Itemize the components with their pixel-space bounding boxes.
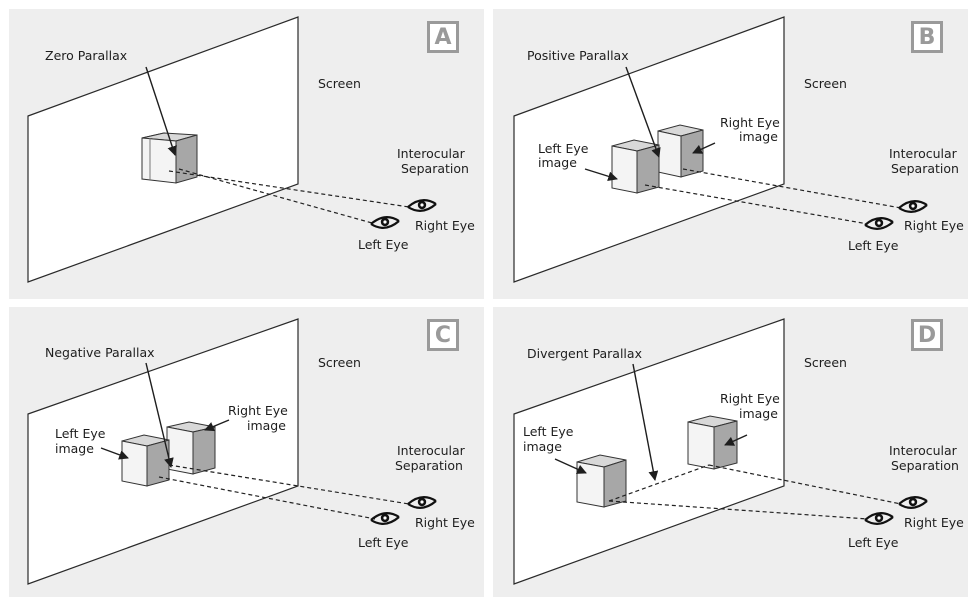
sight-lines bbox=[644, 168, 902, 225]
cube-image-overlap bbox=[141, 132, 198, 184]
sight-lines bbox=[158, 464, 410, 520]
right-eye-image-cube bbox=[657, 124, 704, 178]
sight-lines bbox=[168, 168, 410, 224]
right-eye-icon bbox=[898, 200, 928, 213]
left-eye-image-cube bbox=[611, 139, 660, 194]
panel-letter-badge: A bbox=[427, 21, 459, 53]
title-pointer bbox=[625, 66, 661, 158]
right-eye-image-label-line1: Right Eye bbox=[228, 403, 288, 418]
panel-title: Zero Parallax bbox=[45, 48, 127, 63]
screen-label: Screen bbox=[318, 76, 361, 91]
panel-d: Divergent Parallax Screen Right Eye imag… bbox=[493, 307, 968, 597]
right-eye-image-label-line1: Right Eye bbox=[720, 115, 780, 130]
interocular-label-line2: Separation bbox=[891, 161, 959, 176]
left-eye-label: Left Eye bbox=[358, 535, 409, 550]
screen-label: Screen bbox=[804, 355, 847, 370]
panel-letter-badge: B bbox=[911, 21, 943, 53]
left-eye-image-cube bbox=[576, 454, 627, 508]
left-eye-image-label-line1: Left Eye bbox=[538, 141, 589, 156]
panel-b: Positive Parallax Screen Right Eye image… bbox=[493, 9, 968, 299]
interocular-label-line1: Interocular bbox=[889, 146, 958, 161]
left-eye-image-label-line2: image bbox=[538, 155, 577, 170]
right-eye-label: Right Eye bbox=[415, 515, 475, 530]
right-eye-icon bbox=[898, 496, 928, 509]
right-eye-label: Right Eye bbox=[415, 218, 475, 233]
left-eye-image-label-line1: Left Eye bbox=[523, 424, 574, 439]
panel-title: Divergent Parallax bbox=[527, 346, 642, 361]
panel-title: Negative Parallax bbox=[45, 345, 155, 360]
title-pointer bbox=[145, 66, 177, 156]
left-eye-image-label-line2: image bbox=[523, 439, 562, 454]
right-eye-label: Right Eye bbox=[904, 515, 964, 530]
right-eye-image-label-line2: image bbox=[739, 406, 778, 421]
panel-title: Positive Parallax bbox=[527, 48, 629, 63]
right-eye-icon bbox=[407, 199, 437, 212]
panel-letter-badge: D bbox=[911, 319, 943, 351]
right-eye-image-label-line2: image bbox=[739, 129, 778, 144]
right-eye-image-cube bbox=[687, 415, 738, 470]
left-image-pointer bbox=[584, 168, 618, 182]
right-eye-icon bbox=[407, 496, 437, 509]
interocular-label-line1: Interocular bbox=[397, 146, 466, 161]
right-eye-label: Right Eye bbox=[904, 218, 964, 233]
panel-d-diagram: Divergent Parallax Screen Right Eye imag… bbox=[513, 318, 964, 585]
left-eye-icon bbox=[864, 217, 894, 230]
panel-c-diagram: Negative Parallax Screen Right Eye image… bbox=[27, 318, 475, 585]
left-eye-icon bbox=[864, 512, 894, 525]
right-eye-image-cube bbox=[166, 421, 216, 475]
left-eye-icon bbox=[370, 216, 400, 229]
title-pointer bbox=[145, 362, 174, 468]
panel-b-diagram: Positive Parallax Screen Right Eye image… bbox=[513, 16, 964, 283]
left-eye-image-label-line1: Left Eye bbox=[55, 426, 106, 441]
interocular-label-line2: Separation bbox=[395, 458, 463, 473]
panel-a: Zero Parallax Screen Interocular Separat… bbox=[9, 9, 484, 299]
interocular-label-line2: Separation bbox=[891, 458, 959, 473]
left-image-pointer bbox=[554, 458, 587, 474]
left-eye-image-cube bbox=[121, 434, 170, 487]
right-image-pointer bbox=[204, 419, 230, 432]
panel-c: Negative Parallax Screen Right Eye image… bbox=[9, 307, 484, 597]
screen-label: Screen bbox=[318, 355, 361, 370]
left-eye-label: Left Eye bbox=[848, 238, 899, 253]
left-eye-label: Left Eye bbox=[848, 535, 899, 550]
right-eye-image-label-line1: Right Eye bbox=[720, 391, 780, 406]
panel-letter-badge: C bbox=[427, 319, 459, 351]
panel-a-diagram: Zero Parallax Screen Interocular Separat… bbox=[27, 16, 475, 283]
right-image-pointer bbox=[692, 142, 716, 154]
right-eye-image-label-line2: image bbox=[247, 418, 286, 433]
sight-lines bbox=[608, 464, 902, 520]
left-eye-label: Left Eye bbox=[358, 237, 409, 252]
screen-label: Screen bbox=[804, 76, 847, 91]
interocular-label-line2: Separation bbox=[401, 161, 469, 176]
interocular-label-line1: Interocular bbox=[889, 443, 958, 458]
interocular-label-line1: Interocular bbox=[397, 443, 466, 458]
right-image-pointer bbox=[724, 434, 748, 446]
left-eye-image-label-line2: image bbox=[55, 441, 94, 456]
title-pointer bbox=[632, 363, 659, 481]
left-eye-icon bbox=[370, 512, 400, 525]
left-image-pointer bbox=[100, 447, 129, 460]
